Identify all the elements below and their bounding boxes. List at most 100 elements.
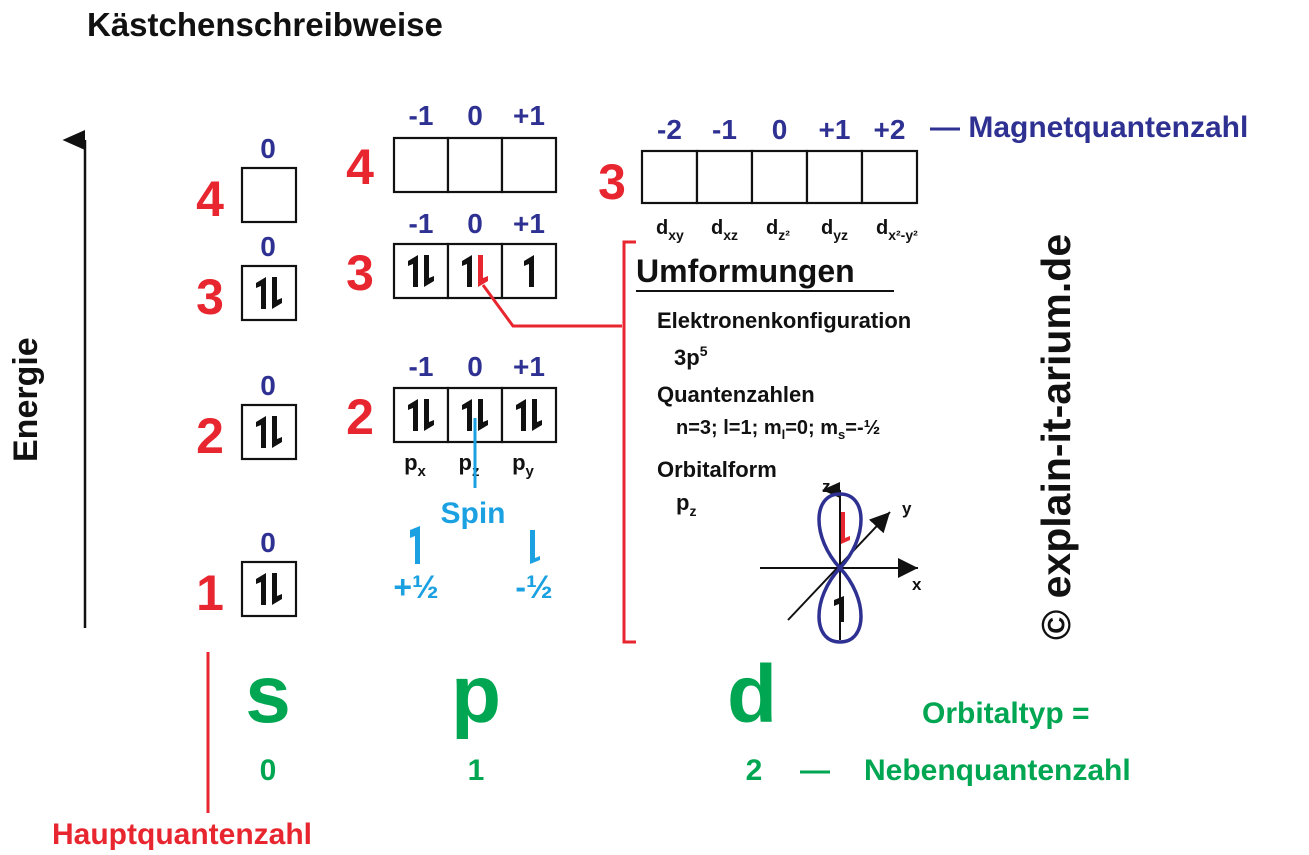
s-electron-up-arrow-icon	[256, 277, 266, 309]
haupt-label: Hauptquantenzahl	[52, 818, 312, 851]
p-orbital-box	[392, 386, 450, 444]
spin-up-value: +½	[393, 569, 438, 605]
p-orbital-box	[446, 242, 504, 300]
orbital-form-value: pz	[676, 490, 696, 519]
p-orbital-box	[392, 242, 450, 300]
orbital-type-d: d	[727, 649, 777, 740]
p-electron-down-arrow-icon	[478, 399, 488, 431]
p-electron-up-arrow-icon	[462, 399, 472, 431]
s-n-label: 1	[196, 565, 224, 621]
p-n-label: 3	[346, 245, 374, 301]
umformungen-heading: Umformungen	[636, 253, 855, 289]
p-ml-label: +1	[513, 351, 545, 382]
p-ml-label: -1	[409, 208, 434, 239]
d-ml-label: -1	[712, 114, 737, 145]
s-ml-label: 0	[260, 133, 276, 164]
p-orbital-box	[500, 242, 558, 300]
s-level-4: 04	[196, 133, 298, 227]
s-orbital-box	[240, 166, 298, 224]
pz-orbital-sketch: z y x	[760, 477, 922, 644]
neben-dash: —	[800, 754, 830, 787]
orbital-type-p: p	[451, 649, 501, 740]
p-electron-up-arrow-icon	[408, 255, 418, 287]
page-title: Kästchenschreibweise	[87, 6, 443, 43]
d-orbital-box	[695, 149, 754, 205]
p-ml-label: 0	[467, 100, 483, 131]
orbital-form-label: Orbitalform	[657, 457, 777, 482]
l-value-s: 0	[260, 754, 277, 787]
p-electron-down-arrow-icon	[532, 399, 542, 431]
config-value: 3p5	[674, 343, 708, 370]
p-n-label: 2	[346, 389, 374, 445]
s-orbital-box	[240, 560, 298, 618]
s-ml-label: 0	[260, 231, 276, 262]
copyright-text: © explain-it-arium.de	[1033, 234, 1079, 640]
spin-down-value: -½	[515, 569, 552, 605]
p-orbital-column: -10+14-10+13-10+12pxpzpy	[346, 100, 558, 480]
p-orbital-box	[392, 136, 450, 194]
axis-y-label: y	[902, 499, 912, 518]
p-electron-up-arrow-icon	[408, 399, 418, 431]
s-n-label: 4	[196, 171, 224, 227]
s-orbital-box	[240, 403, 298, 461]
d-orbital-label: dxy	[656, 217, 684, 243]
d-ml-label: -2	[657, 114, 682, 145]
s-n-label: 3	[196, 269, 224, 325]
p-ml-label: +1	[513, 208, 545, 239]
d-ml-label: +2	[874, 114, 906, 145]
d-orbital-box	[750, 149, 809, 205]
spin-up-arrow-icon	[410, 526, 420, 564]
neben-label: Nebenquantenzahl	[864, 754, 1131, 787]
d-orbital-box	[860, 149, 919, 205]
d-orbital-column: 3 -2 dxy -1 dxz 0 dz² +1 dyz +2 dx²-y²	[598, 114, 918, 243]
orbitaltyp-label: Orbitaltyp =	[922, 697, 1090, 730]
p-n-label: 4	[346, 139, 374, 195]
axis-z-label: z	[822, 477, 831, 496]
l-value-d: 2	[746, 754, 763, 787]
s-ml-label: 0	[260, 370, 276, 401]
p-electron-red-down-arrow-icon	[478, 255, 488, 287]
d-n-label: 3	[598, 154, 626, 210]
p-ml-label: -1	[409, 100, 434, 131]
p-orbital-box	[446, 136, 504, 194]
s-level-2: 02	[196, 370, 298, 464]
d-orbital-label: dyz	[821, 217, 848, 243]
s-electron-down-arrow-icon	[272, 416, 282, 448]
s-electron-down-arrow-icon	[272, 277, 282, 309]
spin-label: Spin	[441, 497, 506, 530]
p-orbital-box	[500, 386, 558, 444]
l-value-p: 1	[468, 754, 485, 787]
s-ml-label: 0	[260, 527, 276, 558]
orbital-type-s: s	[245, 649, 291, 740]
axis-x-label: x	[912, 575, 922, 594]
s-n-label: 2	[196, 408, 224, 464]
p-electron-down-arrow-icon	[424, 399, 434, 431]
p-orbital-box	[500, 136, 558, 194]
d-orbital-label: dxz	[711, 217, 738, 243]
d-orbital-label: dz²	[766, 217, 790, 243]
s-electron-up-arrow-icon	[256, 573, 266, 605]
d-ml-label: +1	[819, 114, 851, 145]
s-electron-up-arrow-icon	[256, 416, 266, 448]
p-electron-down-arrow-icon	[424, 255, 434, 287]
spin-down-arrow-icon	[530, 530, 540, 564]
d-orbital-box	[805, 149, 864, 205]
s-level-1: 01	[196, 527, 298, 621]
energy-label: Energie	[7, 337, 45, 462]
s-level-3: 03	[196, 231, 298, 325]
d-orbital-label: dx²-y²	[876, 217, 918, 243]
magnet-quantum-label: — Magnetquantenzahl	[930, 111, 1248, 144]
quantum-numbers-label: Quantenzahlen	[657, 382, 815, 407]
quantum-numbers-value: n=3; l=1; ml=0; ms=-½	[676, 417, 880, 442]
d-ml-label: 0	[772, 114, 788, 145]
p-orbital-label: py	[512, 450, 534, 480]
p-ml-label: -1	[409, 351, 434, 382]
p-electron-up-arrow-icon	[524, 255, 534, 287]
s-orbital-box	[240, 264, 298, 322]
